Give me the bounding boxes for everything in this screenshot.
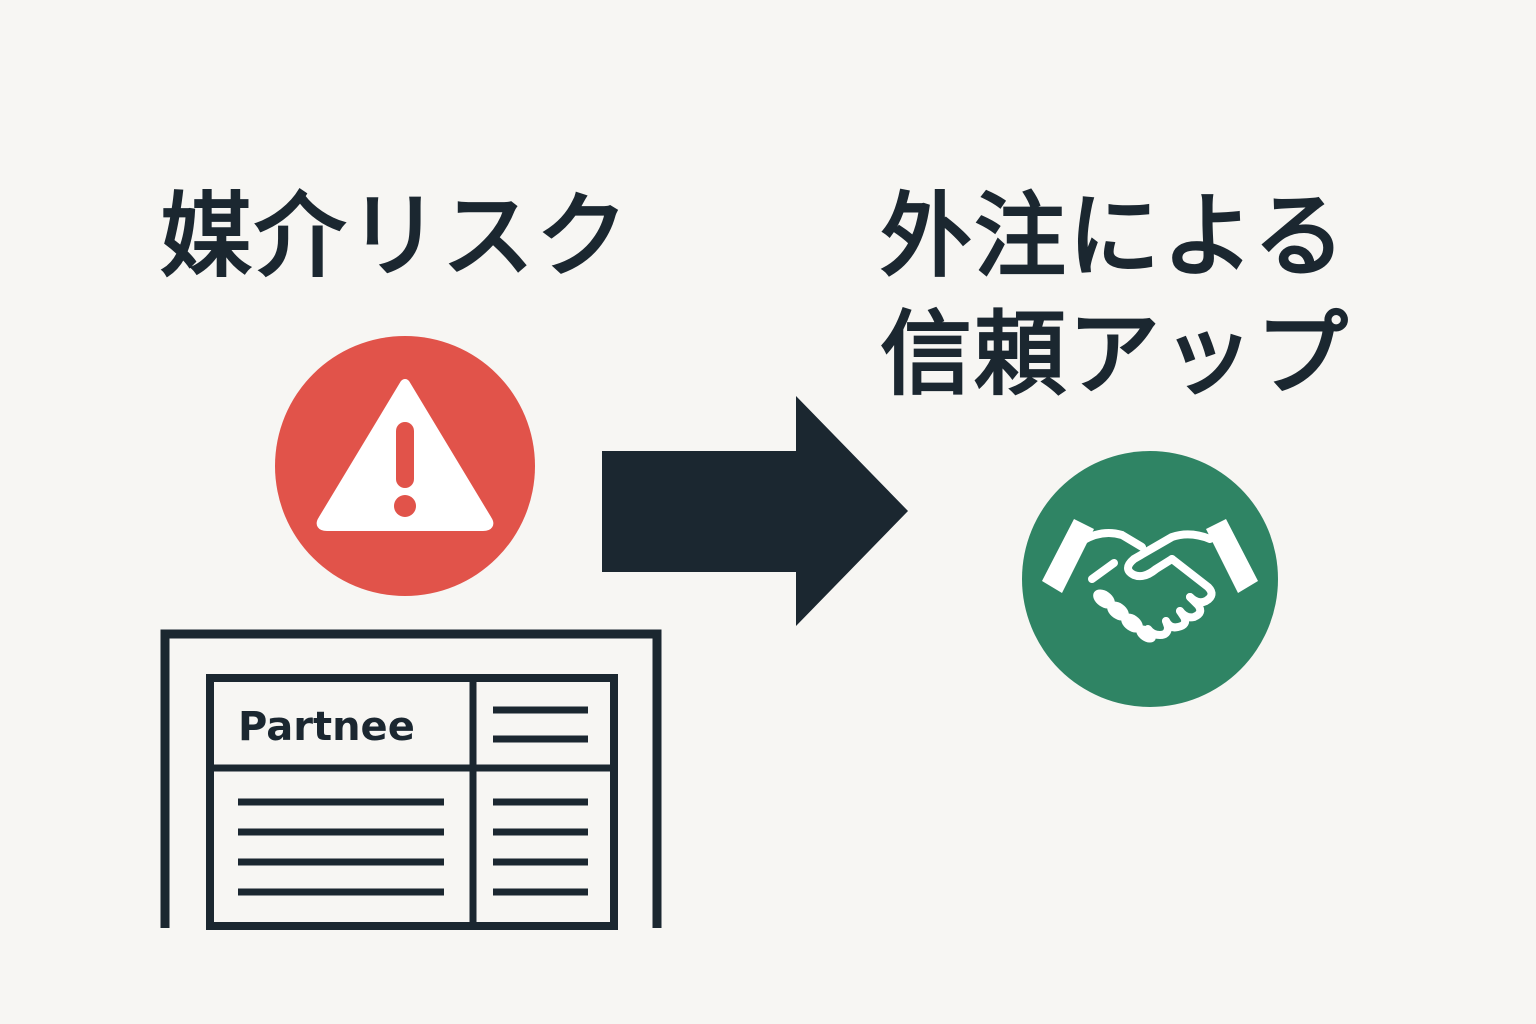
- right-title: 外注による 信頼アップ: [880, 178, 1350, 414]
- header-text-lines: [493, 706, 588, 743]
- exclamation-dot: [394, 495, 416, 517]
- body-text-lines-right: [493, 798, 588, 896]
- handshake-circle: [1022, 451, 1278, 707]
- warning-triangle-icon: [275, 336, 535, 596]
- right-arrow-icon: [602, 396, 908, 626]
- body-text-lines-left: [238, 798, 444, 896]
- handshake-hands: [1078, 529, 1216, 639]
- handshake-icon: [1022, 451, 1278, 707]
- partner-label: Partnee: [238, 704, 415, 750]
- right-title-line-2: 信頼アップ: [880, 301, 1351, 408]
- document-frame: [160, 629, 662, 928]
- left-title: 媒介リスク: [160, 183, 631, 290]
- exclamation-bar: [396, 422, 414, 488]
- right-title-line-1: 外注による: [880, 183, 1348, 290]
- document-icon: Partnee: [160, 629, 662, 930]
- document-table: [206, 674, 618, 930]
- arrow-shape: [602, 396, 908, 626]
